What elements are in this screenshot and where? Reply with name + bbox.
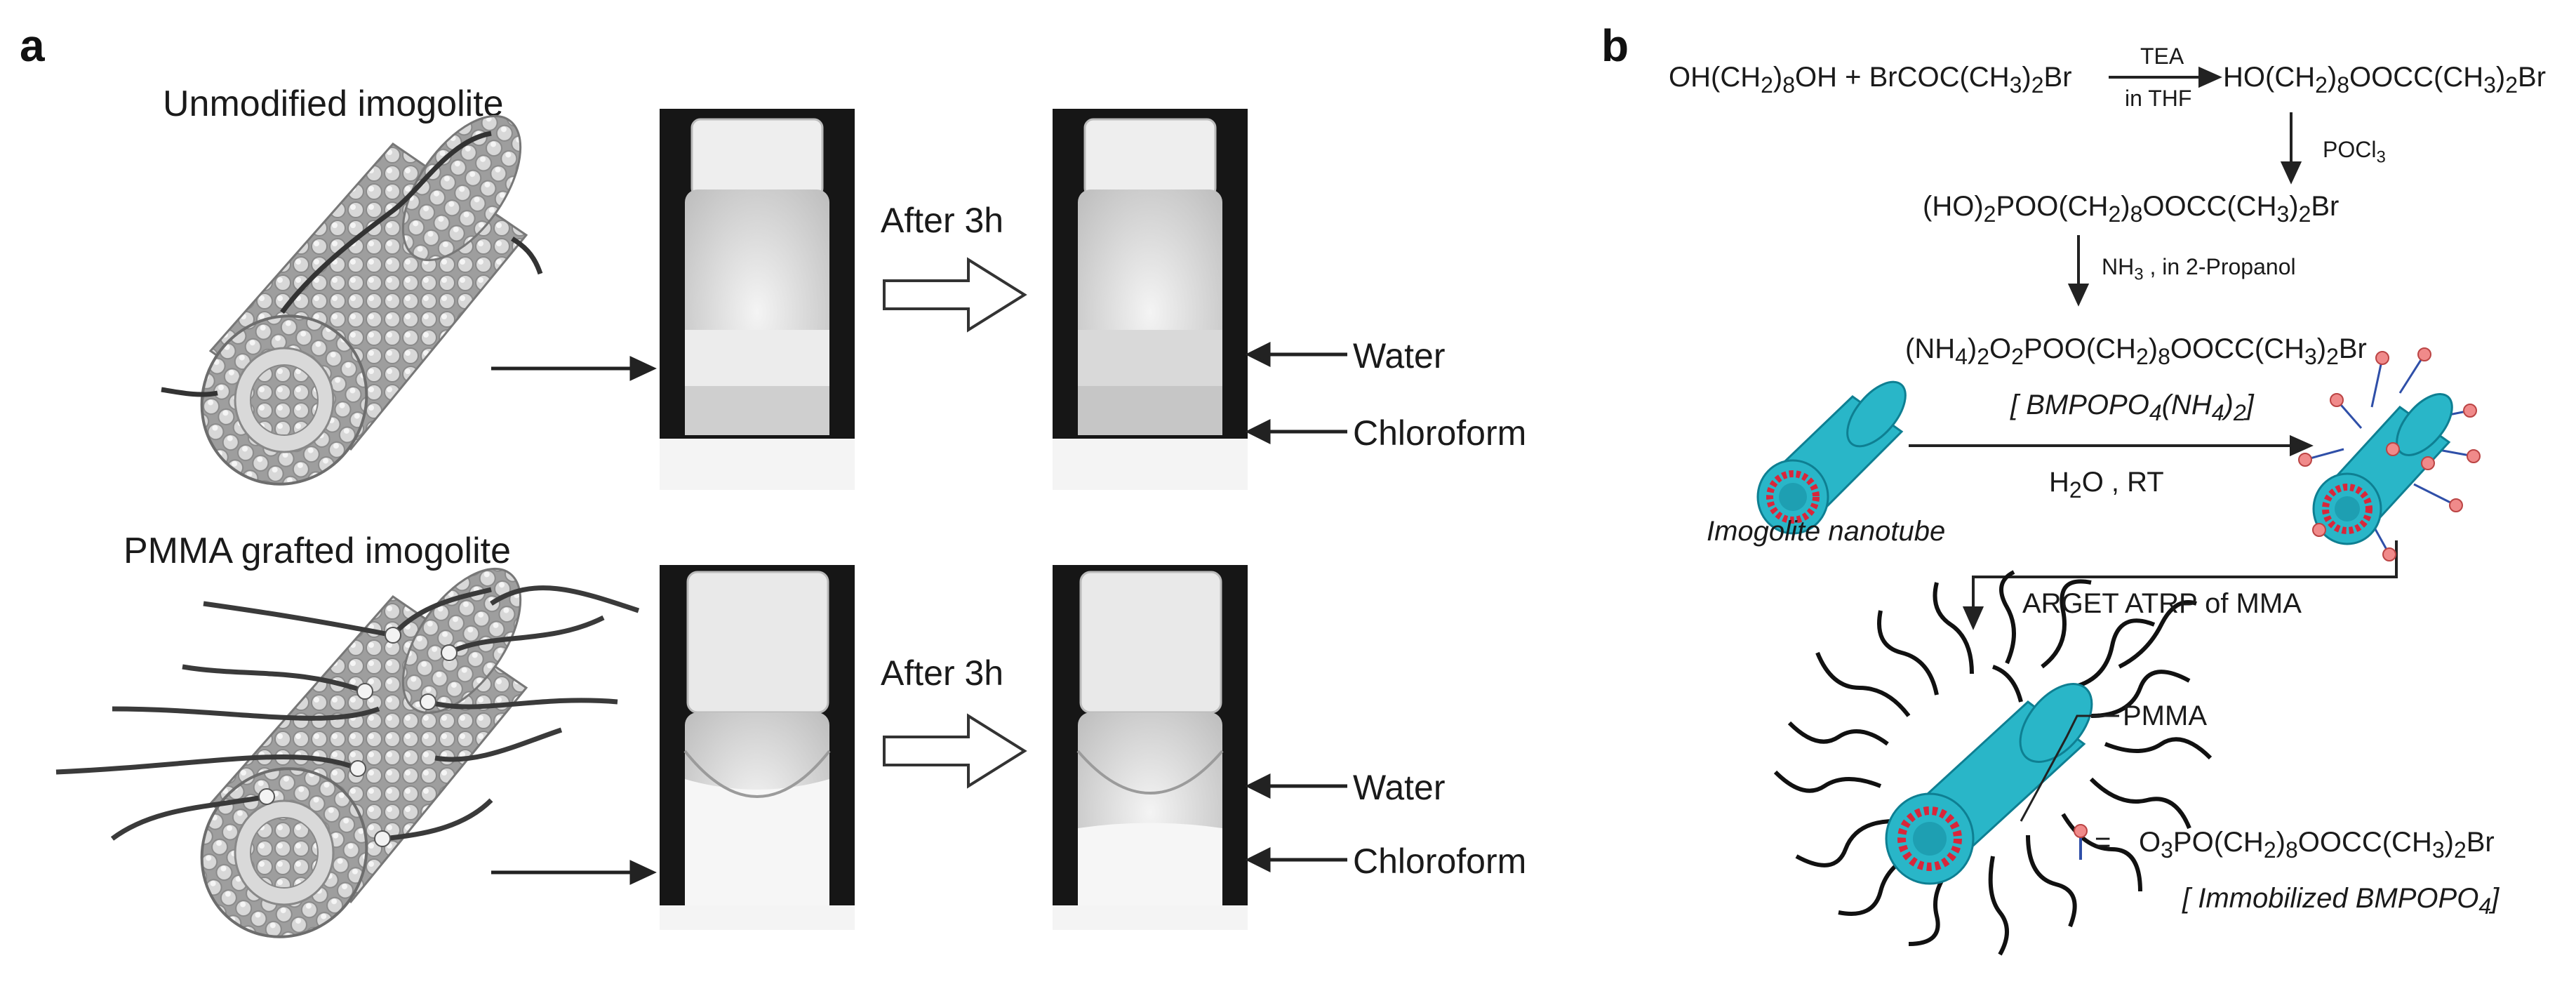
water-label-top: Water (1353, 336, 1446, 375)
cond-arget-atrp: ARGET ATRP of MMA (2022, 588, 2302, 619)
imogolite-nanotube-icon (1756, 380, 1907, 535)
after-3h-top: After 3h (881, 201, 1004, 240)
product1: HO(CH2)8OOCC(CH3)2Br (2223, 62, 2547, 98)
product3: (NH4)2O2POO(CH2)8OOCC(CH3)2Br (1905, 333, 2367, 369)
vial-unmodified-after (1053, 109, 1248, 490)
pmma-label: PMMA (2123, 700, 2207, 731)
unmodified-title: Unmodified imogolite (163, 84, 504, 124)
product2: (HO)2POO(CH2)8OOCC(CH3)2Br (1923, 191, 2340, 227)
pmma-grafted-title: PMMA grafted imogolite (124, 531, 512, 571)
cond-pocl3: POCl3 (2323, 137, 2386, 167)
imogolite-nanotube-label: Imogolite nanotube (1707, 516, 1946, 547)
initiator-pin-legend-icon (2074, 824, 2088, 860)
bmpopo4-label: [ BMPOPO4(NH4)2] (2010, 390, 2254, 425)
chloroform-label-top: Chloroform (1353, 413, 1527, 453)
chloroform-label-bottom: Chloroform (1353, 842, 1527, 881)
cond-nh3: NH3 , in 2-Propanol (2102, 254, 2296, 284)
cond-h2o-rt: H2O , RT (2049, 467, 2164, 503)
initiator-grafted-nanotube-icon (2298, 347, 2481, 561)
vial-unmodified-initial (660, 109, 855, 490)
reactants: OH(CH2)8OH + BrCOC(CH3)2Br (1669, 62, 2072, 98)
cond-tea: TEA (2140, 44, 2184, 69)
vial-grafted-after (1053, 565, 1248, 930)
cond-thf: in THF (2125, 86, 2192, 111)
pmma-grafted-nanotube (55, 567, 640, 938)
after-3h-bottom: After 3h (881, 653, 1004, 693)
immobilized-bmpopo4-label: [ Immobilized BMPOPO4] (2182, 883, 2500, 919)
pmma-brush-nanotube-icon (1773, 570, 2213, 956)
panel-a-letter: a (20, 20, 45, 71)
legend-equals: = (2095, 827, 2111, 858)
water-label-bottom: Water (1353, 768, 1446, 807)
legend-formula: O3PO(CH2)8OOCC(CH3)2Br (2139, 827, 2495, 863)
vial-grafted-initial (660, 565, 855, 930)
unmodified-nanotube (161, 114, 543, 486)
panel-b-letter: b (1601, 20, 1629, 71)
